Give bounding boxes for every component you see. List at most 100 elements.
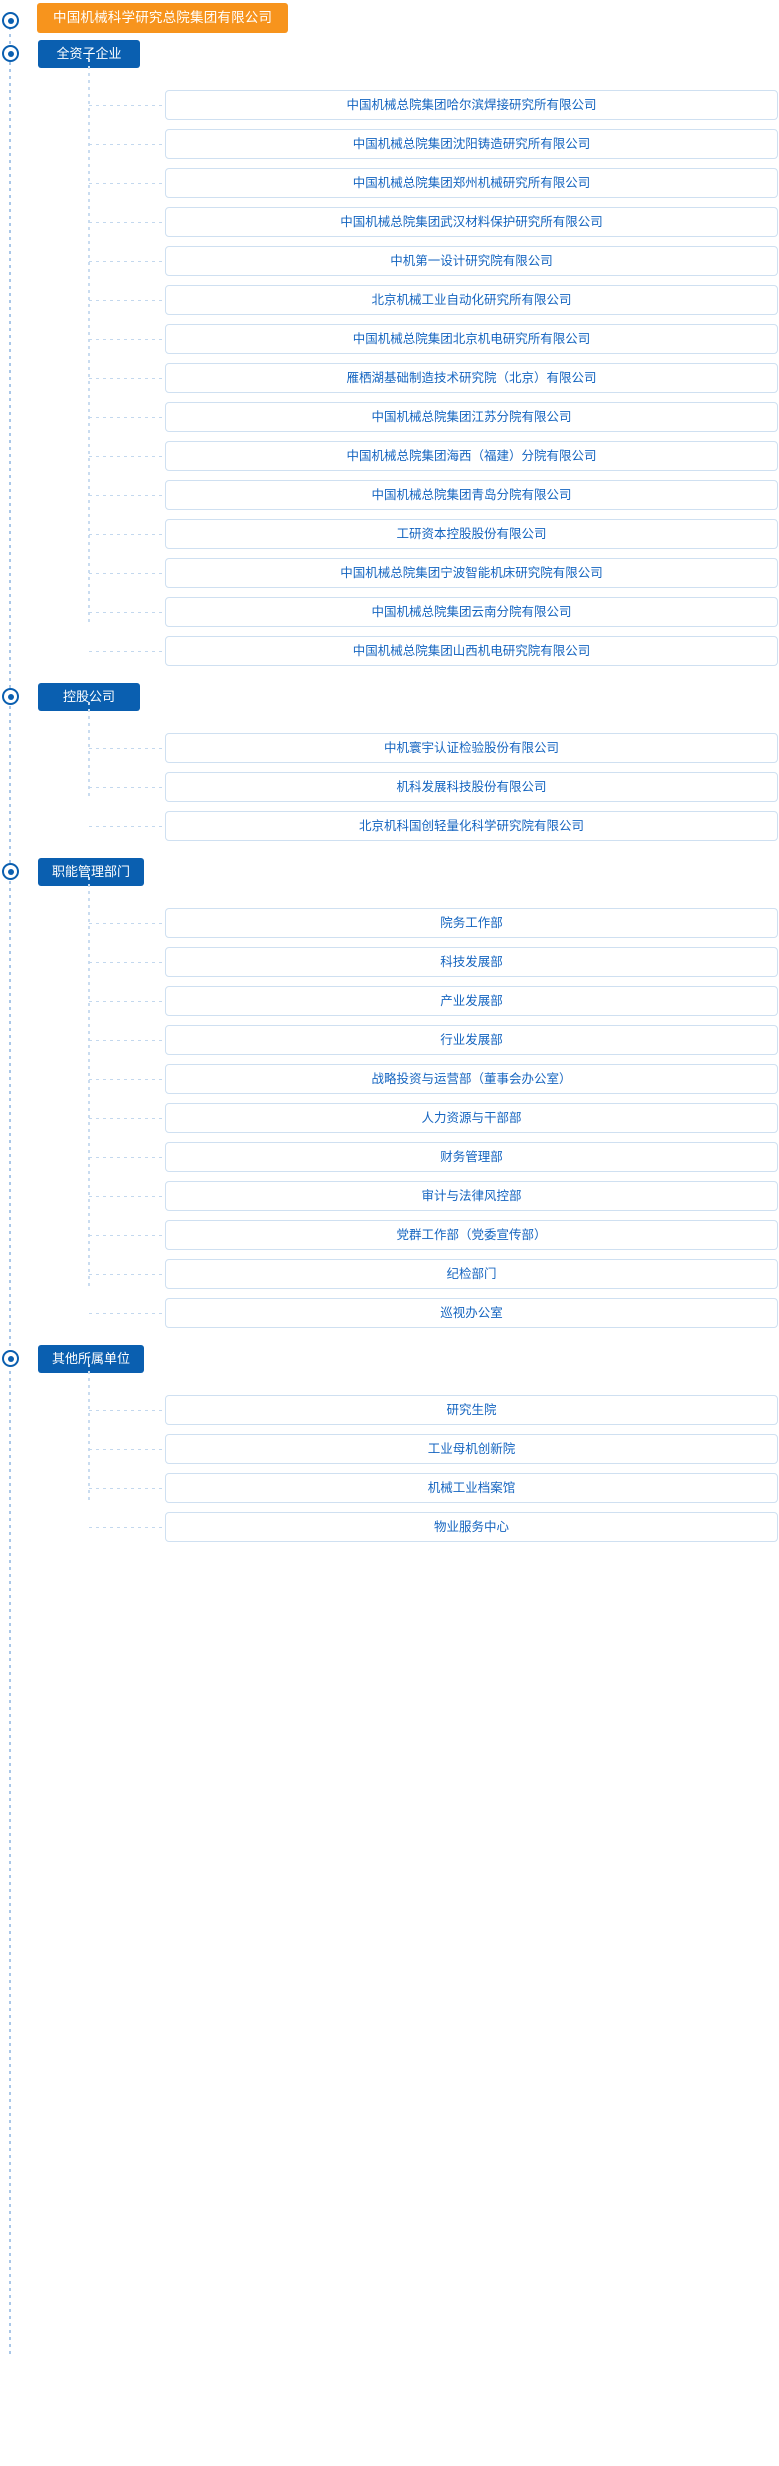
org-unit-row: 行业发展部	[0, 1021, 779, 1060]
org-unit-box[interactable]: 党群工作部（党委宣传部）	[165, 1220, 778, 1250]
org-unit-box[interactable]: 人力资源与干部部	[165, 1103, 778, 1133]
section-items: 中国机械总院集团哈尔滨焊接研究所有限公司中国机械总院集团沈阳铸造研究所有限公司中…	[0, 59, 779, 671]
bullet-circle-icon-section	[2, 1350, 19, 1367]
org-unit-row: 雁栖湖基础制造技术研究院（北京）有限公司	[0, 359, 779, 398]
org-unit-box[interactable]: 北京机械工业自动化研究所有限公司	[165, 285, 778, 315]
connector-line	[89, 748, 165, 749]
connector-line	[89, 1001, 165, 1002]
connector-line	[89, 826, 165, 827]
connector-line	[89, 1235, 165, 1236]
connector-line	[89, 1196, 165, 1197]
bullet-circle-icon-section	[2, 688, 19, 705]
connector-line	[89, 573, 165, 574]
org-unit-box[interactable]: 院务工作部	[165, 908, 778, 938]
org-unit-box[interactable]: 机械工业档案馆	[165, 1473, 778, 1503]
org-unit-box[interactable]: 工研资本控股股份有限公司	[165, 519, 778, 549]
org-unit-box[interactable]: 财务管理部	[165, 1142, 778, 1172]
org-unit-box[interactable]: 北京机科国创轻量化科学研究院有限公司	[165, 811, 778, 841]
connector-line	[89, 651, 165, 652]
section-gap	[0, 846, 779, 858]
org-unit-row: 战略投资与运营部（董事会办公室）	[0, 1060, 779, 1099]
org-unit-box[interactable]: 中国机械总院集团武汉材料保护研究所有限公司	[165, 207, 778, 237]
connector-line	[89, 787, 165, 788]
org-unit-box[interactable]: 纪检部门	[165, 1259, 778, 1289]
connector-line	[89, 495, 165, 496]
org-unit-row: 中国机械总院集团北京机电研究所有限公司	[0, 320, 779, 359]
org-unit-row: 中国机械总院集团宁波智能机床研究院有限公司	[0, 554, 779, 593]
org-unit-box[interactable]: 巡视办公室	[165, 1298, 778, 1328]
connector-line	[89, 1079, 165, 1080]
bullet-circle-icon-root	[2, 12, 19, 29]
org-unit-box[interactable]: 审计与法律风控部	[165, 1181, 778, 1211]
org-unit-row: 工研资本控股股份有限公司	[0, 515, 779, 554]
connector-line	[89, 222, 165, 223]
org-unit-box[interactable]: 中国机械总院集团北京机电研究所有限公司	[165, 324, 778, 354]
org-unit-row: 北京机械工业自动化研究所有限公司	[0, 281, 779, 320]
org-unit-box[interactable]: 中国机械总院集团江苏分院有限公司	[165, 402, 778, 432]
org-unit-box[interactable]: 中国机械总院集团海西（福建）分院有限公司	[165, 441, 778, 471]
section-label-4[interactable]: 其他所属单位	[38, 1345, 145, 1373]
org-unit-row: 中国机械总院集团青岛分院有限公司	[0, 476, 779, 515]
section-items: 院务工作部科技发展部产业发展部行业发展部战略投资与运营部（董事会办公室） 人力资源…	[0, 877, 779, 1333]
org-unit-box[interactable]: 科技发展部	[165, 947, 778, 977]
section-header: 其他所属单位	[0, 1345, 779, 1391]
org-unit-row: 机科发展科技股份有限公司	[0, 768, 779, 807]
connector-line	[89, 1527, 165, 1528]
connector-line	[89, 1488, 165, 1489]
connector-line	[89, 261, 165, 262]
org-unit-box[interactable]: 中国机械总院集团山西机电研究院有限公司	[165, 636, 778, 666]
org-unit-box[interactable]: 研究生院	[165, 1395, 778, 1425]
org-unit-row: 纪检部门	[0, 1255, 779, 1294]
section-header: 职能管理部门	[0, 858, 779, 904]
root-organization-node[interactable]: 中国机械科学研究总院集团有限公司	[37, 3, 289, 33]
org-unit-row: 巡视办公室	[0, 1294, 779, 1333]
org-unit-box[interactable]: 中国机械总院集团哈尔滨焊接研究所有限公司	[165, 90, 778, 120]
section-items: 中机寰宇认证检验股份有限公司机科发展科技股份有限公司北京机科国创轻量化科学研究院…	[0, 702, 779, 846]
org-unit-row: 物业服务中心	[0, 1508, 779, 1547]
org-unit-box[interactable]: 中机第一设计研究院有限公司	[165, 246, 778, 276]
connector-line	[89, 1274, 165, 1275]
org-unit-box[interactable]: 中国机械总院集团云南分院有限公司	[165, 597, 778, 627]
org-unit-box[interactable]: 产业发展部	[165, 986, 778, 1016]
org-unit-row: 工业母机创新院	[0, 1430, 779, 1469]
connector-line	[89, 417, 165, 418]
org-unit-row: 中机寰宇认证检验股份有限公司	[0, 729, 779, 768]
org-unit-box[interactable]: 中国机械总院集团沈阳铸造研究所有限公司	[165, 129, 778, 159]
connector-line	[89, 144, 165, 145]
org-unit-box[interactable]: 中国机械总院集团宁波智能机床研究院有限公司	[165, 558, 778, 588]
connector-line	[89, 612, 165, 613]
org-unit-box[interactable]: 雁栖湖基础制造技术研究院（北京）有限公司	[165, 363, 778, 393]
org-section: 其他所属单位研究生院工业母机创新院机械工业档案馆物业服务中心	[0, 1345, 779, 1559]
org-unit-row: 党群工作部（党委宣传部）	[0, 1216, 779, 1255]
org-unit-box[interactable]: 物业服务中心	[165, 1512, 778, 1542]
org-unit-row: 中机第一设计研究院有限公司	[0, 242, 779, 281]
section-gap	[0, 671, 779, 683]
bullet-circle-icon-section	[2, 863, 19, 880]
org-unit-row: 中国机械总院集团郑州机械研究所有限公司	[0, 164, 779, 203]
root-node-row: 中国机械科学研究总院集团有限公司	[0, 0, 779, 40]
section-gap	[0, 1333, 779, 1345]
connector-line	[89, 300, 165, 301]
connector-line	[89, 1157, 165, 1158]
org-unit-row: 财务管理部	[0, 1138, 779, 1177]
org-unit-box[interactable]: 工业母机创新院	[165, 1434, 778, 1464]
org-unit-row: 科技发展部	[0, 943, 779, 982]
org-unit-row: 中国机械总院集团沈阳铸造研究所有限公司	[0, 125, 779, 164]
connector-line	[89, 378, 165, 379]
section-branch-spine	[88, 702, 90, 800]
section-label-3[interactable]: 职能管理部门	[38, 858, 145, 886]
org-unit-box[interactable]: 中国机械总院集团青岛分院有限公司	[165, 480, 778, 510]
org-section: 职能管理部门院务工作部科技发展部产业发展部行业发展部战略投资与运营部（董事会办公…	[0, 858, 779, 1345]
org-unit-box[interactable]: 战略投资与运营部（董事会办公室）	[165, 1064, 778, 1094]
org-unit-box[interactable]: 机科发展科技股份有限公司	[165, 772, 778, 802]
connector-line	[89, 962, 165, 963]
org-unit-box[interactable]: 中国机械总院集团郑州机械研究所有限公司	[165, 168, 778, 198]
connector-line	[89, 1040, 165, 1041]
org-unit-row: 中国机械总院集团江苏分院有限公司	[0, 398, 779, 437]
org-unit-box[interactable]: 中机寰宇认证检验股份有限公司	[165, 733, 778, 763]
section-gap	[0, 1547, 779, 1559]
org-section: 全资子企业中国机械总院集团哈尔滨焊接研究所有限公司中国机械总院集团沈阳铸造研究所…	[0, 40, 779, 683]
org-unit-box[interactable]: 行业发展部	[165, 1025, 778, 1055]
section-label-2[interactable]: 控股公司	[38, 683, 140, 711]
section-header: 全资子企业	[0, 40, 779, 86]
